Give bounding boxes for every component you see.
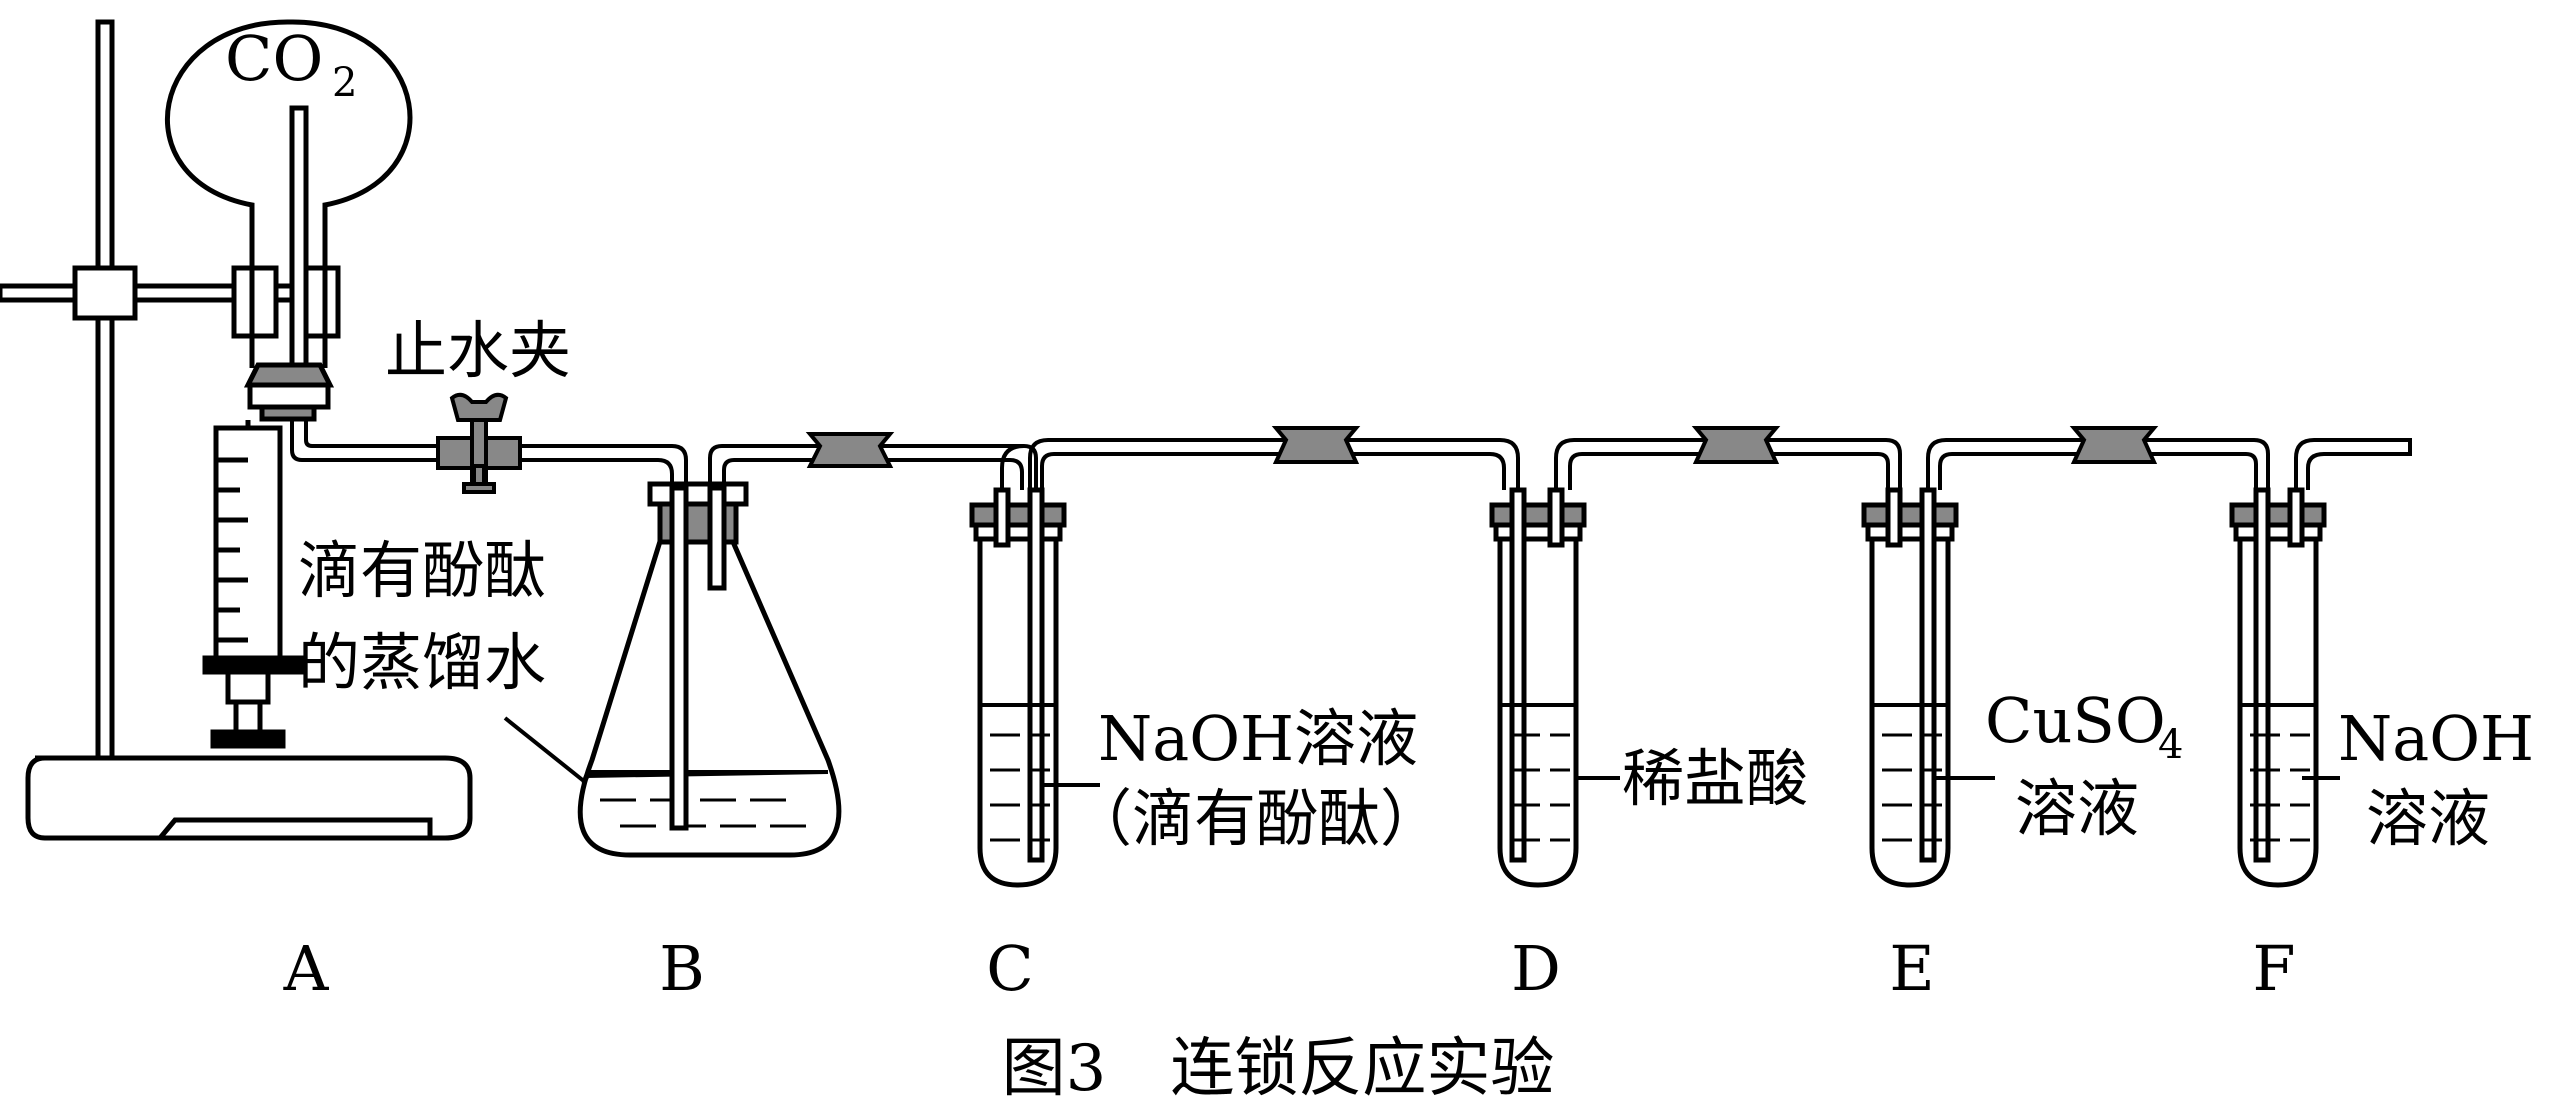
tube-c-label-line1: NaOH溶液	[1098, 702, 1418, 775]
tube-c-label-line2: （滴有酚酞）	[1070, 782, 1442, 855]
syringe	[202, 420, 304, 749]
letter-b: B	[659, 932, 705, 1005]
connecting-tubes	[708, 438, 2412, 490]
tube-e-label-subscript: 4	[2158, 722, 2183, 768]
letter-f: F	[2252, 932, 2295, 1005]
letter-d: D	[1511, 932, 1561, 1005]
flask-gas-subscript: 2	[332, 60, 357, 106]
tube-e-label-main: CuSO	[1985, 684, 2166, 757]
test-tube-c	[969, 487, 1067, 888]
figure-caption: 图3 连锁反应实验	[1002, 1032, 1555, 1106]
letter-a: A	[283, 932, 330, 1005]
tube-liquid-marks	[990, 733, 2310, 842]
syringe-label-leader	[503, 716, 597, 792]
syringe-liquid-label-line1: 滴有酚酞	[298, 534, 546, 607]
pinch-clamp	[436, 392, 522, 494]
clamp-label: 止水夹	[385, 314, 571, 387]
flask-gas-label: CO	[225, 22, 323, 95]
syringe-liquid-label-line2: 的蒸馏水	[298, 626, 546, 699]
iron-stand	[0, 19, 473, 841]
test-tube-f	[2229, 487, 2327, 888]
co2-round-flask	[164, 19, 413, 422]
tube-f-label-line2: 溶液	[2366, 782, 2490, 855]
letter-e: E	[1889, 932, 1934, 1005]
conical-flask	[577, 481, 842, 858]
rubber-tube-connectors	[805, 426, 2159, 468]
tube-f-label-line1: NaOH	[2338, 702, 2534, 775]
letter-c: C	[986, 932, 1033, 1005]
tube-d-label: 稀盐酸	[1622, 742, 1808, 815]
tube-e-label-line2: 溶液	[2015, 772, 2139, 845]
test-tube-e	[1861, 487, 1959, 888]
test-tube-d	[1489, 487, 1587, 888]
